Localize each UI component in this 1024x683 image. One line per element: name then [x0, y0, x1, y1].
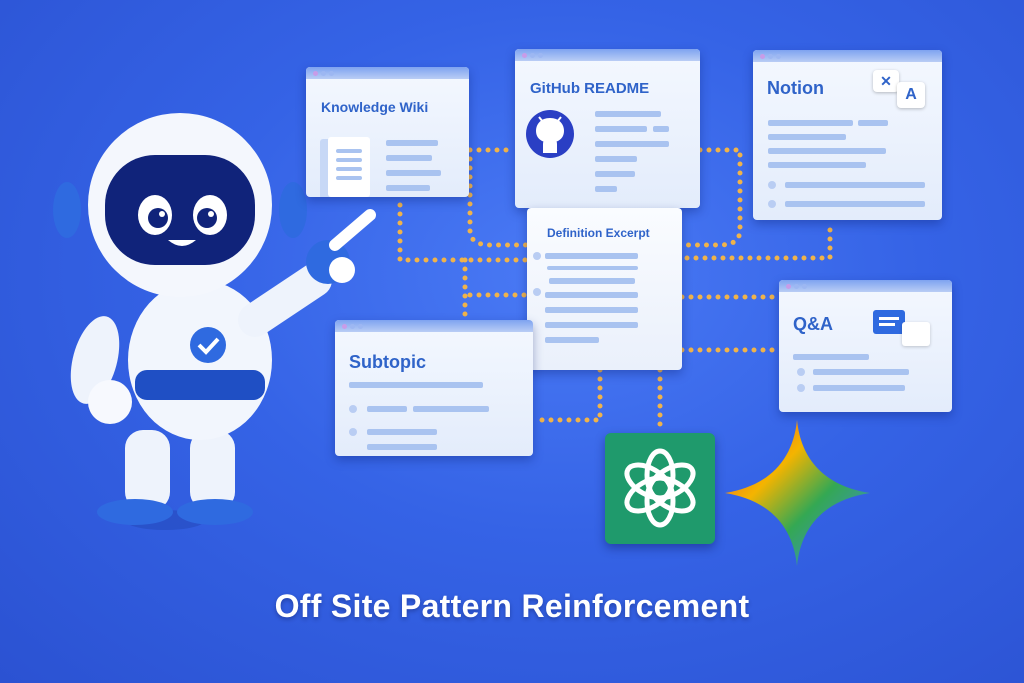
card-title: Q&A: [793, 314, 833, 334]
headline: Off Site Pattern Reinforcement: [274, 588, 750, 624]
card-qa: Q&A: [779, 280, 952, 412]
document-icon: [328, 137, 370, 197]
openai-knot-icon: [624, 448, 696, 528]
card-title: Definition Excerpt: [547, 226, 650, 240]
card-notion: Notion ✕ A: [753, 50, 942, 220]
robot-mascot: [53, 113, 376, 530]
translate-badge: A: [897, 82, 925, 108]
card-title: GitHub README: [530, 80, 650, 97]
github-logo-icon: [526, 110, 574, 158]
card-knowledge-wiki: Knowledge Wiki: [306, 67, 469, 197]
card-definition-excerpt: Definition Excerpt: [527, 208, 682, 370]
card-title: Subtopic: [349, 352, 426, 372]
card-subtopic: Subtopic: [335, 320, 533, 456]
card-github-readme: GitHub README: [515, 49, 700, 208]
card-title: Knowledge Wiki: [321, 99, 429, 115]
translate-icon: ✕: [873, 70, 899, 92]
chat-bubble-icon: [873, 310, 905, 334]
card-title: Notion: [767, 78, 824, 98]
gemini-logo: [725, 420, 870, 566]
openai-logo: [605, 433, 715, 544]
